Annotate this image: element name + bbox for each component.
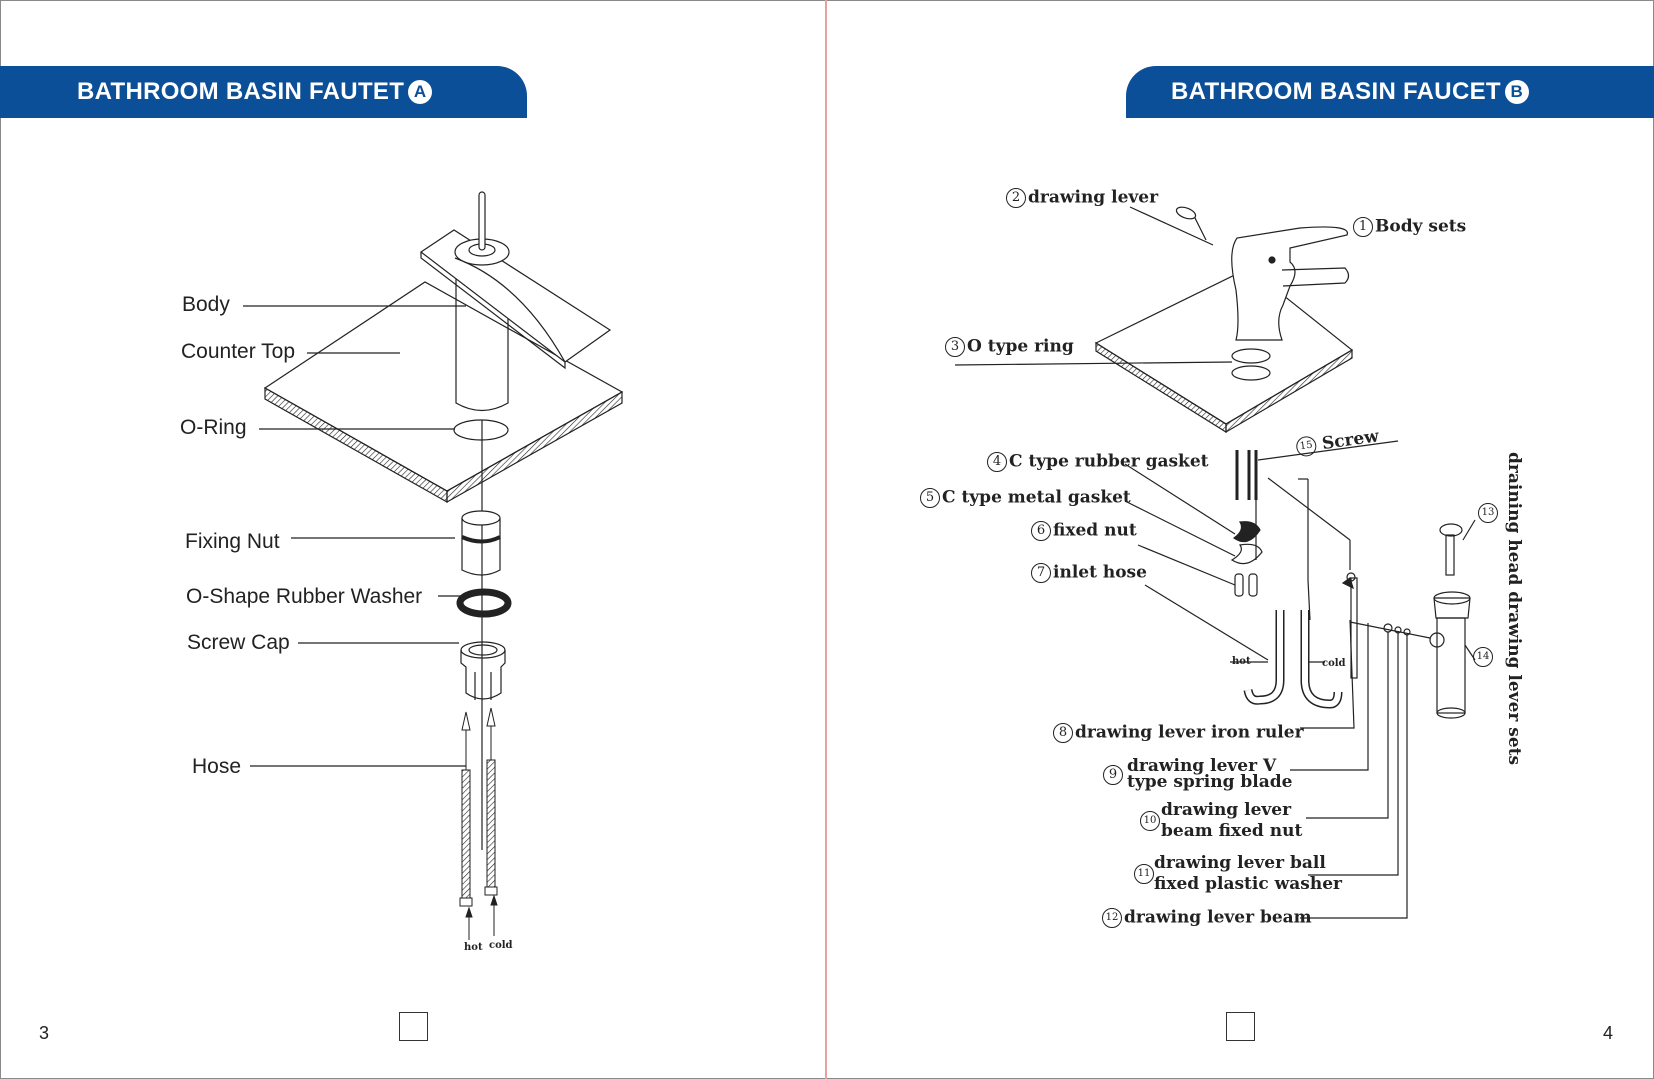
part-2-number: 2 — [1006, 188, 1026, 208]
part-8-label: drawing lever iron ruler — [1075, 722, 1304, 743]
part-7-label: inlet hose — [1053, 562, 1147, 583]
part-13-number: 13 — [1478, 503, 1498, 523]
right-faucet-drawing — [954, 206, 1476, 919]
label-counter-top: Counter Top — [181, 340, 296, 363]
label-washer: O-Shape Rubber Washer — [186, 585, 423, 608]
right-title-banner: BATHROOM BASIN FAUCET B — [1126, 66, 1654, 118]
part-10-label: drawing lever — [1161, 800, 1292, 820]
left-title-badge: A — [408, 80, 433, 104]
label-screw-cap: Screw Cap — [187, 631, 290, 654]
part-1-number: 1 — [1353, 217, 1373, 237]
label-o-ring: O-Ring — [180, 416, 247, 439]
left-title-banner: BATHROOM BASIN FAUTET A — [0, 66, 527, 118]
right-cold-label: cold — [1322, 658, 1346, 669]
part-6-label: fixed nut — [1053, 520, 1137, 541]
left-hot-label: hot — [464, 942, 483, 953]
part-5-label: C type metal gasket — [942, 487, 1131, 508]
part-11-label-2: fixed plastic washer — [1154, 874, 1342, 894]
left-page-number: 3 — [39, 1023, 50, 1043]
part-10-label-2: beam fixed nut — [1161, 821, 1303, 841]
part-11-number: 11 — [1134, 864, 1154, 884]
label-fixing-nut: Fixing Nut — [185, 530, 280, 553]
label-hose: Hose — [192, 755, 242, 778]
part-9-label: drawing lever V — [1127, 756, 1277, 776]
left-cold-label: cold — [489, 940, 513, 951]
right-title: BATHROOM BASIN FAUCET — [1171, 78, 1501, 105]
label-body: Body — [182, 293, 230, 316]
left-faucet-drawing — [243, 191, 624, 940]
part-14: 14 — [1473, 647, 1495, 667]
right-page-number: 4 — [1603, 1023, 1614, 1043]
part-10-number: 10 — [1140, 811, 1160, 831]
part-4-number: 4 — [987, 452, 1007, 472]
part-14-number: 14 — [1473, 647, 1493, 667]
part-1-label: Body sets — [1375, 216, 1467, 237]
part-9-number: 9 — [1103, 765, 1123, 785]
part-12-label: drawing lever beam — [1124, 907, 1312, 928]
part-3-label: O type ring — [967, 336, 1074, 357]
part-2-label: drawing lever — [1028, 187, 1159, 208]
right-hot-label: hot — [1232, 656, 1251, 667]
left-title: BATHROOM BASIN FAUTET — [77, 78, 405, 105]
page-divider — [825, 0, 827, 1079]
part-5-number: 5 — [920, 488, 940, 508]
part-6-number: 6 — [1031, 521, 1051, 541]
vertical-draining-label: draining head drawing lever sets — [1504, 452, 1524, 766]
part-7-number: 7 — [1031, 563, 1051, 583]
part-12-number: 12 — [1102, 908, 1122, 928]
part-13: 13 — [1478, 503, 1500, 523]
right-footer-box — [1226, 1012, 1255, 1041]
part-11-label: drawing lever ball — [1154, 853, 1326, 873]
left-footer-box — [399, 1012, 428, 1041]
part-4-label: C type rubber gasket — [1009, 451, 1209, 472]
part-8-number: 8 — [1053, 723, 1073, 743]
part-9-label-2: type spring blade — [1127, 772, 1293, 792]
part-3-number: 3 — [945, 337, 965, 357]
part-15-number: 15 — [1295, 435, 1318, 458]
right-title-badge: B — [1504, 80, 1529, 104]
